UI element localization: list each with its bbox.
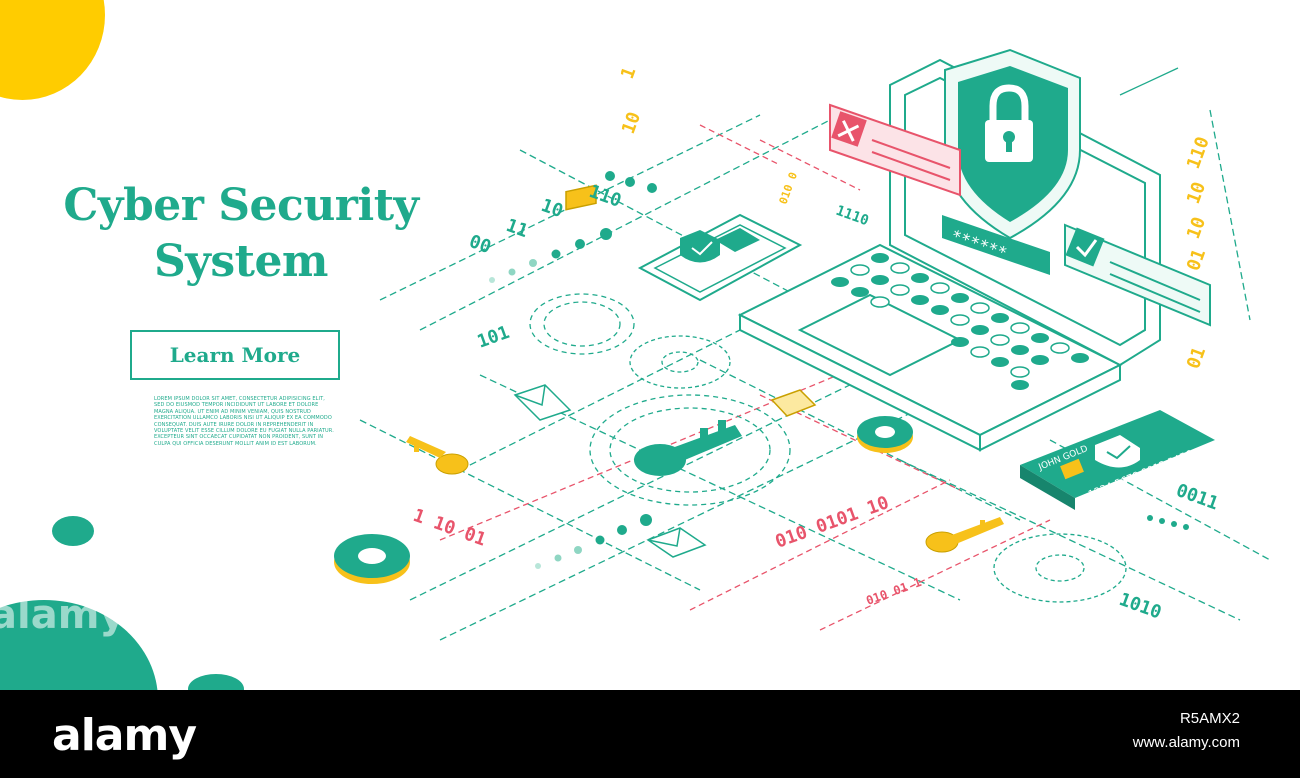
binary-10-left: 10 [538,195,566,222]
cyber-security-illustration: ****** [334,48,1271,641]
teal-ellipse-decoration [188,674,244,690]
stock-footer-bar: alamy R5AMX2 www.alamy.com [0,690,1300,778]
page-title: Cyber Security System [35,178,447,290]
key-icon-center [634,420,742,476]
binary-11: 11 [503,215,531,242]
teal-dot-decoration [52,516,94,546]
target-rings [529,293,791,506]
key-icon-left [406,436,469,475]
learn-more-button[interactable]: Learn More [130,330,340,380]
envelope-icons [513,184,817,558]
binary-10-right2: 10 [1183,214,1210,242]
site-url[interactable]: www.alamy.com [1132,734,1240,751]
illustration-stage: ****** [0,0,1271,690]
binary-010-0101-10: 010 0101 10 [773,492,892,553]
binary-01-right: 01 [1183,246,1210,274]
shield-lock-icon [944,48,1081,240]
binary-1: 1 [617,64,640,81]
gear-icons [334,335,1127,603]
binary-10-top: 10 [618,109,645,137]
alamy-watermark: alamy [0,592,126,638]
binary-01-right2: 01 [1183,344,1210,372]
binary-101: 101 [475,322,513,353]
binary-00: 00 [466,231,494,258]
error-popup [829,103,961,197]
binary-0011: 0011 [1173,480,1221,515]
title-line-1: Cyber Security [63,180,419,231]
image-id: R5AMX2 [1179,710,1240,727]
binary-110-left: 110 [586,181,624,212]
keyboard-keys [831,253,1089,390]
key-icon-right [925,517,1004,553]
check-popup [1064,223,1211,327]
title-line-2: System [154,236,329,287]
phone-icon [637,213,803,302]
binary-1010: 1010 [1116,589,1164,624]
binary-1110: 1110 [834,203,871,230]
binary-110-right: 110 [1183,134,1214,172]
binary-0100: 010 0 [777,170,801,206]
description-text: Lorem ipsum dolor sit amet, consectetur … [154,396,334,447]
binary-010-01-1: 010 01 1 [864,575,923,608]
dotted-chains [489,171,1189,569]
alamy-logo: alamy [52,710,197,761]
binary-1-10-01: 1 10 01 [410,505,488,551]
binary-10-right: 10 [1183,179,1210,207]
